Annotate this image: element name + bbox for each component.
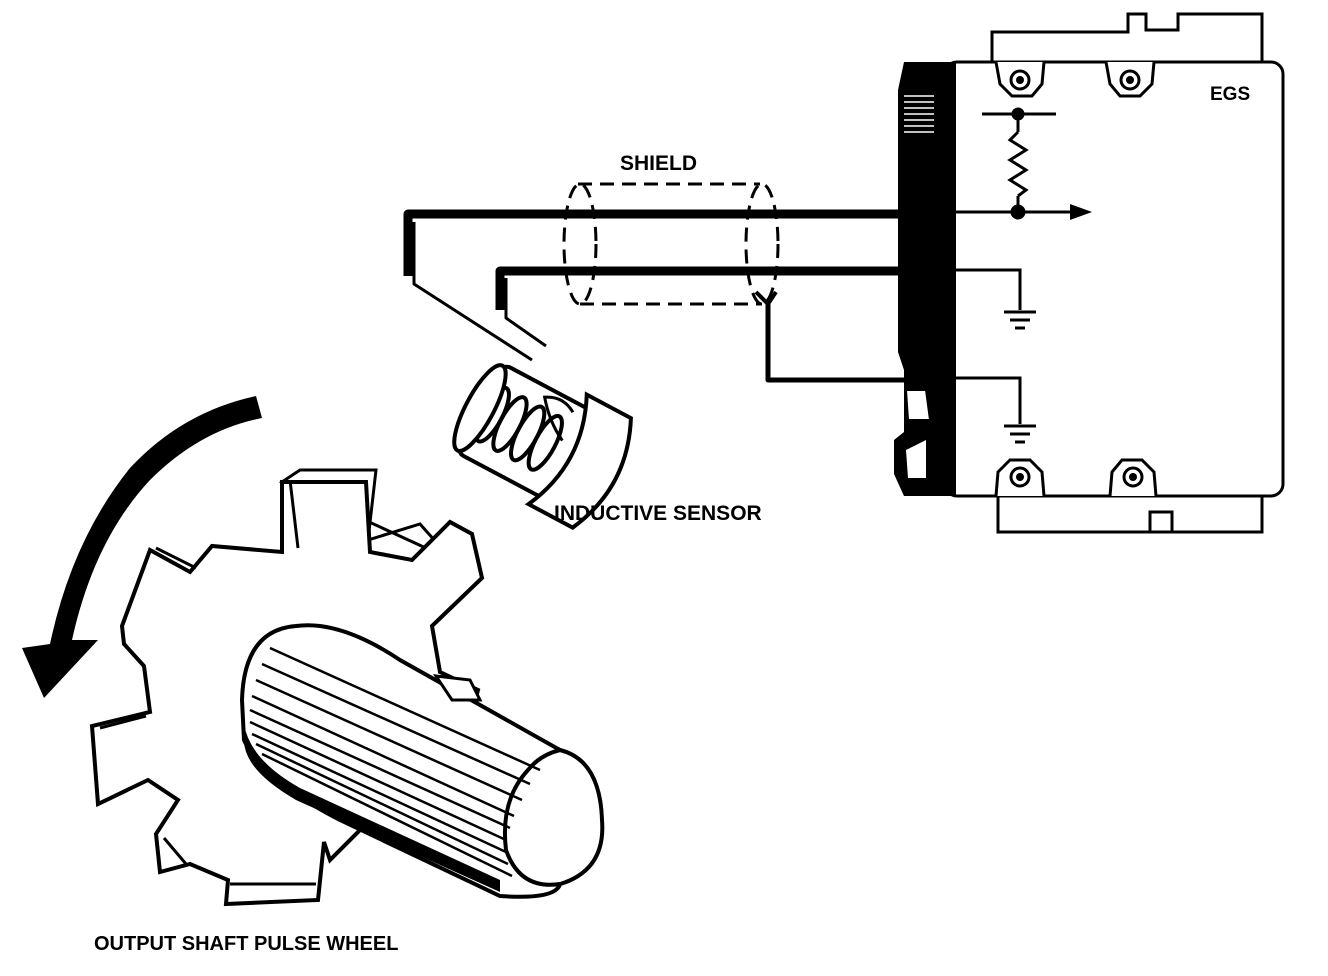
- sensor-tip: [452, 363, 508, 453]
- egs-housing: [943, 60, 1285, 498]
- return-lead: [504, 278, 547, 348]
- connector-grille: [904, 95, 934, 133]
- cable-shield: [562, 182, 780, 306]
- output-shaft: [239, 623, 605, 899]
- egs-internal-circuit: [956, 107, 1092, 444]
- sensor-rear-cap: [524, 391, 633, 530]
- shield-end-right: [744, 182, 780, 306]
- shield-end-left: [562, 182, 598, 306]
- egs-screw-top-right: [1104, 61, 1156, 98]
- egs-screw-bottom-right: [1108, 458, 1158, 497]
- egs-screw-top-left: [994, 61, 1046, 98]
- signal-lead: [412, 222, 533, 362]
- sensor-wiring: [403, 209, 908, 383]
- rotation-direction-arrow: [22, 396, 262, 698]
- egs-connector-block: [894, 62, 956, 496]
- return-wire: [495, 266, 904, 310]
- egs-label: EGS: [1210, 84, 1250, 105]
- inductive-sensor-label: INDUCTIVE SENSOR: [554, 502, 762, 525]
- signal-output-arrow: [1070, 204, 1092, 220]
- pulse-wheel-label: OUTPUT SHAFT PULSE WHEEL: [94, 933, 398, 955]
- shaft-splines: [249, 646, 541, 878]
- egs-top-mounting-tab: [990, 12, 1264, 64]
- pull-up-resistor: [1007, 130, 1029, 198]
- signal-wire: [403, 209, 904, 276]
- egs-bottom-mounting-tab: [996, 494, 1264, 534]
- shield-drain-wire: [765, 300, 908, 383]
- inductive-sensor: [452, 363, 633, 530]
- shield-label: SHIELD: [620, 152, 697, 175]
- egs-screw-bottom-left: [994, 458, 1046, 497]
- egs-control-module: EGS: [894, 12, 1285, 534]
